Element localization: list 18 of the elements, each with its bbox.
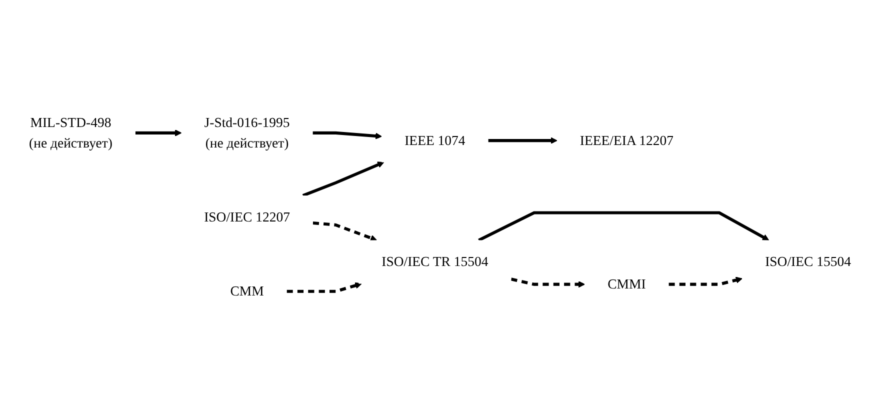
arrow — [488, 137, 558, 144]
arrow — [312, 221, 377, 242]
node-text: CMM — [230, 283, 264, 299]
arrow — [286, 282, 362, 293]
node-text: MIL-STD-498 (не действует) — [29, 114, 112, 150]
node-text: IEEE 1074 — [404, 132, 466, 148]
node-text: IEEE/EIA 12207 — [580, 132, 674, 148]
arrow — [510, 278, 585, 288]
node-text: ISO/IEC 15504 — [765, 254, 851, 270]
arrow — [478, 211, 770, 242]
arrow — [668, 276, 742, 286]
arrow — [135, 130, 182, 136]
node-text: J-Std-016-1995 (не действует) — [204, 114, 290, 150]
node-text: ISO/IEC TR 15504 — [382, 254, 488, 270]
arrow — [302, 162, 384, 197]
arrow — [312, 131, 382, 140]
node-text: CMMI — [608, 276, 646, 292]
node-text: ISO/IEC 12207 — [204, 209, 290, 225]
